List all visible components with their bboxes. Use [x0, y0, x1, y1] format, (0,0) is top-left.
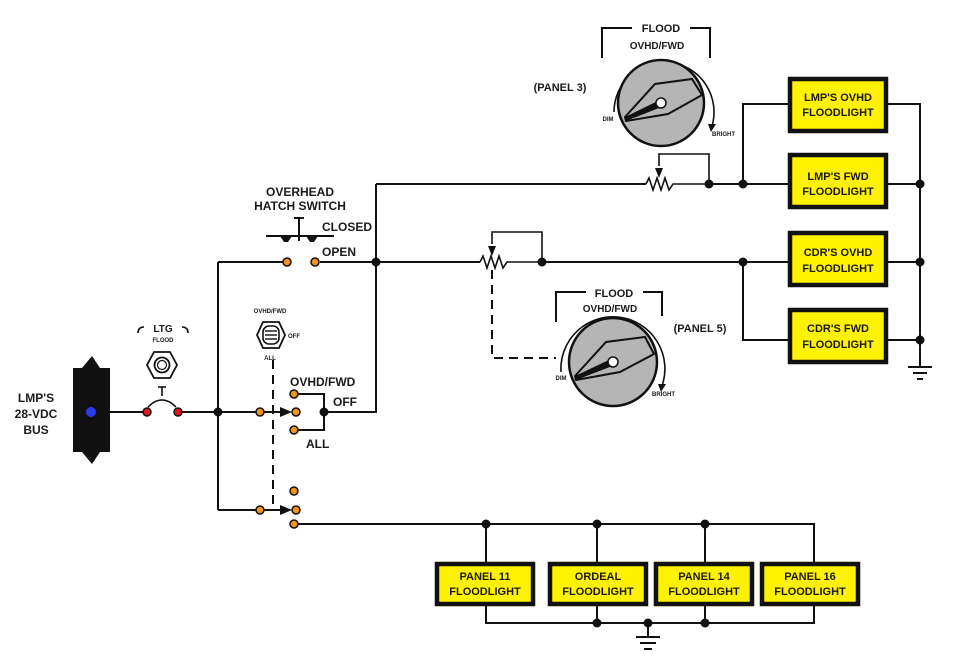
lamp-ordeal: ORDEAL FLOODLIGHT: [547, 561, 649, 607]
wire-right-return: [888, 103, 921, 366]
potentiometer-panel3: [645, 175, 709, 193]
lamp-label-line1: LMP'S FWD: [807, 171, 868, 183]
lamp-label-line1: PANEL 14: [678, 571, 730, 583]
hatch-terminal-out: [310, 257, 320, 267]
lamp-label-line2: FLOODLIGHT: [449, 586, 521, 598]
mechanical-link-panel5: [491, 270, 556, 359]
deck-a-terminal-off: [291, 407, 301, 417]
lamp-panel-11: PANEL 11 FLOODLIGHT: [434, 561, 536, 607]
deck-b-terminal-2: [291, 505, 301, 515]
breaker-arc: [147, 399, 177, 408]
ltg-flood-breaker[interactable]: LTG FLOOD: [137, 324, 189, 417]
deck-a-terminal-all: [289, 425, 299, 435]
lamp-label-line1: PANEL 11: [460, 571, 511, 583]
deck-a-arrow: [280, 407, 292, 417]
deck-b-terminal-1: [289, 486, 299, 496]
panel5-header: FLOOD: [595, 288, 634, 300]
panel5-min-label: DIM: [556, 376, 567, 382]
lamp-label-line2: FLOODLIGHT: [802, 263, 874, 275]
ltg-bracket-right: [181, 326, 189, 334]
dimmer-knob-panel5[interactable]: FLOOD OVHD/FWD (PANEL 5) DIM BRIGHT: [555, 288, 727, 408]
deck-b-terminal-3: [289, 519, 299, 529]
lamp-lmp-fwd: LMP'S FWD FLOODLIGHT: [787, 152, 889, 210]
lamp-label-line2: FLOODLIGHT: [802, 107, 874, 119]
breaker-terminal-in: [142, 407, 152, 417]
bus-label-line3: BUS: [23, 423, 48, 437]
panel3-max-label: BRIGHT: [712, 132, 735, 138]
mode-switch-deck-a: OVHD/FWD OFF ALL: [255, 375, 357, 451]
mode-pos-ovhd-fwd: OVHD/FWD: [290, 375, 356, 389]
ltg-sub: FLOOD: [153, 338, 175, 344]
lamp-label-line1: ORDEAL: [575, 571, 622, 583]
lamp-label-line2: FLOODLIGHT: [668, 586, 740, 598]
hatch-title-line1: OVERHEAD: [266, 185, 334, 199]
overhead-hatch-switch[interactable]: OVERHEAD HATCH SWITCH CLOSED OPEN: [254, 185, 372, 267]
dimmer-knob-panel3[interactable]: (PANEL 3) FLOOD OVHD/FWD DIM BRIGHT: [534, 23, 736, 148]
wire-bottom-bus-end: [705, 523, 815, 566]
breaker-knob-icon: [145, 351, 179, 379]
deck-a-terminal-ovhd: [289, 389, 299, 399]
wire-lmp-ovhd-feed: [742, 103, 788, 184]
toggle-label-right: OFF: [288, 334, 300, 340]
deck-a-pivot-terminal: [255, 407, 265, 417]
deck-b-arrow: [280, 505, 292, 515]
hatch-pos-open: OPEN: [322, 245, 356, 259]
breaker-terminal-out: [173, 407, 183, 417]
panel3-header: FLOOD: [642, 23, 681, 35]
pot5-wiper-loop: [491, 231, 543, 262]
ltg-header: LTG: [153, 324, 172, 335]
bus-connection-dot: [86, 407, 96, 417]
ground-symbol-bottom: [636, 636, 660, 650]
lamp-panel-14: PANEL 14 FLOODLIGHT: [653, 561, 755, 607]
ltg-bracket-left: [137, 326, 145, 334]
lamp-label-line1: CDR'S OVHD: [804, 247, 873, 259]
deck-b-pivot-terminal: [255, 505, 265, 515]
junction-nodes: [213, 179, 925, 628]
potentiometer-panel5: [479, 253, 542, 271]
panel3-min-label: DIM: [603, 117, 614, 123]
mode-pos-off: OFF: [333, 395, 357, 409]
mode-switch-deck-b: [255, 486, 301, 529]
toggle-label-bottom: ALL: [264, 356, 276, 362]
toggle-switch-icon: [256, 321, 286, 349]
hatch-pos-closed: CLOSED: [322, 220, 372, 234]
lamp-label-line2: FLOODLIGHT: [562, 586, 634, 598]
bus-label-line1: LMP'S: [18, 391, 54, 405]
lamp-cdr-fwd: CDR'S FWD FLOODLIGHT: [787, 307, 889, 365]
panel5-sub: OVHD/FWD: [583, 304, 637, 315]
lamp-label-line1: PANEL 16: [784, 571, 836, 583]
ovhd-fwd-toggle[interactable]: OVHD/FWD OFF ALL: [254, 309, 301, 362]
pot3-wiper-arrow: [655, 168, 663, 178]
panel3-sub: OVHD/FWD: [630, 41, 684, 52]
lamp-label-line1: CDR'S FWD: [807, 323, 869, 335]
pot3-wiper-loop: [658, 153, 710, 184]
lamp-label-line2: FLOODLIGHT: [802, 186, 874, 198]
hatch-terminal-in: [282, 257, 292, 267]
mode-pos-all: ALL: [306, 437, 329, 451]
lamp-label-line2: FLOODLIGHT: [802, 339, 874, 351]
bus-bar: [73, 356, 110, 464]
ground-symbol-right: [908, 366, 932, 380]
lamp-label-line1: LMP'S OVHD: [804, 92, 872, 104]
pot5-wiper-arrow: [488, 246, 496, 256]
panel5-max-label: BRIGHT: [652, 392, 675, 398]
hatch-title-line2: HATCH SWITCH: [254, 199, 346, 213]
panel3-label: (PANEL 3): [534, 82, 587, 94]
bus-label-line2: 28-VDC: [15, 407, 58, 421]
lamp-cdr-ovhd: CDR'S OVHD FLOODLIGHT: [787, 230, 889, 288]
toggle-label-top: OVHD/FWD: [254, 309, 287, 315]
panel5-label: (PANEL 5): [674, 323, 727, 335]
lamp-panel-16: PANEL 16 FLOODLIGHT: [759, 561, 861, 607]
lamp-label-line2: FLOODLIGHT: [774, 586, 846, 598]
wire-cdr-fwd-feed: [742, 262, 788, 341]
lamp-lmp-ovhd: LMP'S OVHD FLOODLIGHT: [787, 76, 889, 134]
